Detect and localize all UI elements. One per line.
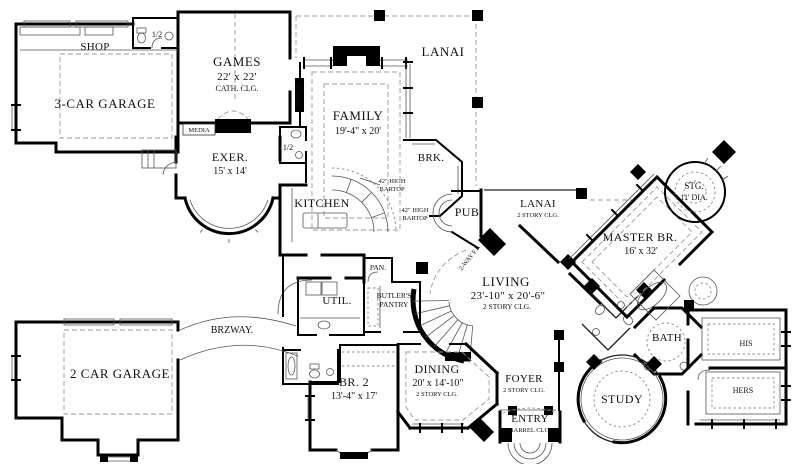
pantry-walls <box>363 254 421 333</box>
room-label-living: LIVING <box>482 274 530 289</box>
bartop-2-line1: 42" HIGH <box>401 207 428 214</box>
room-label-games: GAMES <box>213 54 261 69</box>
media-label-1: MEDIA <box>188 127 210 134</box>
room-label-bath: BATH <box>652 332 682 344</box>
room-label-brk: BRK. <box>418 152 445 164</box>
room-label-master: MASTER BR. <box>603 230 678 244</box>
bartop-1-line1: 42" HIGH <box>378 178 405 185</box>
room-label-exer: EXER. <box>212 150 248 164</box>
room-dims-br2: 13'-4" x 17' <box>331 391 377 402</box>
room-label-stg: STG. <box>684 181 703 191</box>
util-walls <box>277 254 366 351</box>
brzway-path <box>179 316 299 361</box>
room-dims-master: 16' x 32' <box>624 246 658 257</box>
room-label-garage2: 2 CAR GARAGE <box>70 366 170 381</box>
room-label-lanai2: LANAI <box>520 198 556 210</box>
room-label-garage3: 3-CAR GARAGE <box>55 96 156 111</box>
room-label-his: HIS <box>740 339 753 348</box>
room-dims-exer: 15' x 14' <box>213 166 247 177</box>
room-dims-games: 22' x 22' <box>217 71 257 83</box>
room-label-foyer: FOYER <box>505 373 543 385</box>
lanai-top <box>295 10 483 186</box>
room-label-shop: SHOP <box>80 41 109 53</box>
room-note-dining: 2 STORY CLG. <box>416 391 458 398</box>
fireplace-label: 2-WAY F.P. <box>458 244 482 272</box>
room-label-lanai-top: LANAI <box>422 44 465 59</box>
room-label-pub: PUB <box>455 205 480 219</box>
half-bath-2 <box>279 126 307 183</box>
room-label-hers: HERS <box>733 386 753 395</box>
room-label-butlers-1: BUTLER'S <box>377 291 412 300</box>
room-label-study: STUDY <box>601 392 643 406</box>
bartop-2-line2: BARTOP <box>402 215 428 222</box>
media-label-2: MEDIA <box>295 85 302 107</box>
his-hers-walls <box>686 308 791 429</box>
room-note-living: 2 STORY CLG. <box>483 302 531 311</box>
garage3-walls <box>11 10 180 154</box>
util-bath <box>282 349 339 385</box>
room-dims-dining: 20' x 14'-10" <box>412 378 463 389</box>
room-note-foyer: 2 STORY CLG. <box>503 387 545 394</box>
bartop-1-line2: BARTOP <box>379 186 405 193</box>
master-walls <box>568 173 715 320</box>
room-label-butlers-2: PANTRY <box>380 300 409 309</box>
room-label-entry: ENTRY <box>511 413 549 425</box>
room-label-br2: BR. 2 <box>339 375 369 389</box>
room-label-kitchen: KITCHEN <box>294 196 349 210</box>
garage2-walls <box>11 318 180 462</box>
kitchen-walls <box>278 167 397 284</box>
room-label-family: FAMILY <box>333 108 384 123</box>
study-walls <box>576 354 668 445</box>
room-note-games: CATH. CLG. <box>216 84 259 93</box>
room-label-dining: DINING <box>414 362 459 376</box>
games-walls <box>176 10 292 136</box>
half-bath-top <box>132 17 179 49</box>
half-bath-2-label: 1/2 <box>283 143 293 152</box>
room-dims-stg: 11' DIA. <box>680 193 707 202</box>
room-dims-living: 23'-10" x 20'-6" <box>471 290 546 302</box>
half-bath-top-label: 1/2 <box>152 30 162 39</box>
room-note-lanai2: 2 STORY CLG. <box>517 212 559 219</box>
br2-walls <box>305 343 400 459</box>
master-vestibule <box>581 278 652 351</box>
foyer-entry-walls <box>498 330 564 464</box>
stg-walls <box>664 140 736 223</box>
family-walls <box>295 46 413 231</box>
room-label-pan: PAN. <box>370 263 386 272</box>
room-label-brzway: BRZWAY. <box>211 325 254 336</box>
room-label-util: UTIL. <box>322 295 351 307</box>
labels: SHOP 3-CAR GARAGE 1/2 GAMES 22' x 22' CA… <box>55 30 754 434</box>
room-note-entry: BARREL CLG. <box>509 427 551 434</box>
room-dims-family: 19'-4" x 20' <box>335 126 381 137</box>
pub-walls <box>432 188 506 256</box>
lanai2-walls <box>484 164 646 306</box>
brk-walls <box>407 139 463 217</box>
living-stair <box>410 249 474 364</box>
